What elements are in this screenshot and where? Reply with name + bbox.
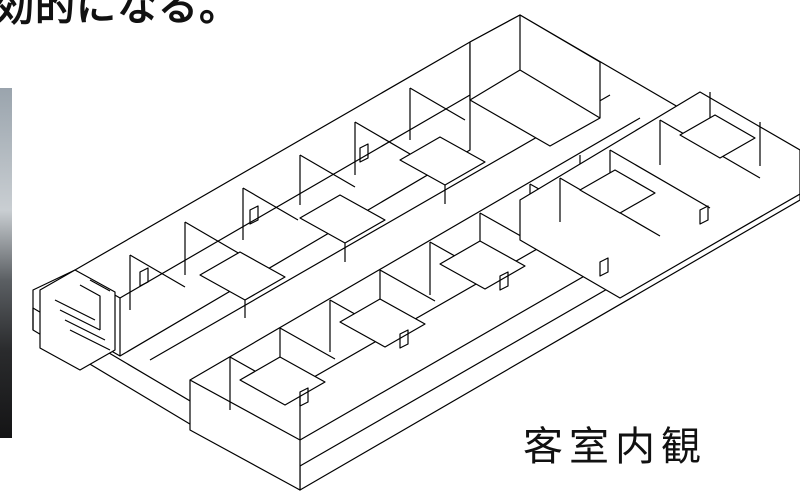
stair-block <box>39 269 116 371</box>
caption-guest-room-interior: 客室内観 <box>523 424 707 470</box>
plan-linework <box>32 14 800 491</box>
slab-edge <box>32 177 800 467</box>
partial-heading-text: 効的になる。 <box>0 0 240 30</box>
slab-outline <box>32 14 800 491</box>
right-room-block <box>519 91 800 299</box>
cropped-photo-strip <box>0 88 12 438</box>
corridor <box>149 94 641 381</box>
